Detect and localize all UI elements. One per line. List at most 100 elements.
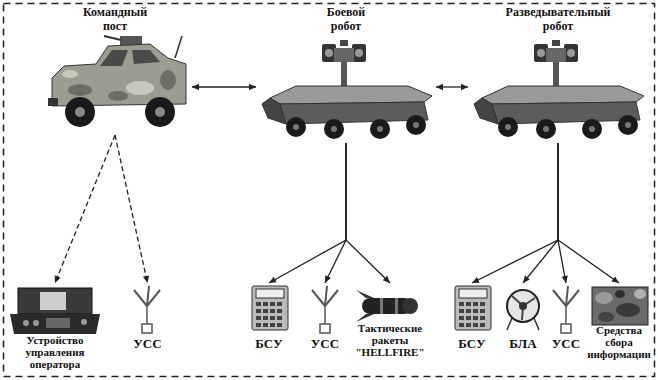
equipment-label: Устройство управления оператора (5, 334, 105, 370)
connector-line (346, 143, 390, 283)
vehicle-heading: Разведывательный робот (496, 5, 620, 33)
humvee-vehicle-part (132, 50, 160, 64)
sensor-picture-part (592, 287, 648, 325)
connector-arrow (115, 135, 149, 283)
drone-fan-part (507, 318, 512, 330)
connector-arrow (472, 143, 558, 283)
equipment-node: БСУ (448, 284, 496, 351)
humvee-vehicle-part (160, 70, 176, 90)
arrow-head (472, 277, 480, 283)
missile-picture-part (395, 298, 398, 314)
equipment-node: УСС (548, 284, 584, 351)
keypad-unit (455, 286, 491, 330)
vehicle-node: Командный пост (40, 5, 190, 133)
connector-line (558, 143, 619, 283)
arrow-head (192, 84, 199, 90)
antenna-symbol (553, 286, 579, 333)
picture-space (619, 284, 620, 324)
drone-fan-part (507, 290, 539, 322)
equipment-node: Средства сбора информации (586, 284, 652, 360)
connector-line (55, 135, 115, 283)
sensor-picture-part (615, 290, 625, 298)
connector-line (558, 143, 566, 283)
equipment-node: Устройство управления оператора (4, 284, 106, 370)
arrow-head (436, 84, 443, 90)
dashed-frame (4, 4, 655, 377)
picture-space (147, 284, 148, 336)
humvee-vehicle-part (100, 50, 128, 66)
humvee-vehicle-part (68, 84, 92, 96)
operator-console-part (46, 318, 70, 328)
operator-console-part (18, 288, 92, 314)
connector-arrow (269, 143, 346, 283)
equipment-node: БЛА (503, 284, 543, 351)
arrow-head (461, 84, 468, 90)
connector-line (325, 143, 346, 283)
picture-space (390, 284, 391, 322)
sensor-picture-part (595, 292, 613, 304)
humvee-vehicle-part (65, 97, 95, 127)
picture-space (558, 33, 559, 141)
humvee-vehicle-part (75, 107, 85, 117)
equipment-label: Средства сбора информации (586, 324, 652, 360)
vehicle-heading: Боевой робот (314, 5, 378, 33)
sensor-picture-part (616, 303, 640, 317)
connector-arrow (558, 143, 619, 283)
operator-console-part (40, 292, 66, 310)
operator-console (10, 288, 100, 334)
vehicle-node: Разведывательный робот (470, 5, 646, 141)
arrow-head (523, 276, 530, 283)
operator-console-part (23, 320, 29, 326)
picture-space (523, 284, 524, 336)
equipment-label: УСС (548, 336, 584, 351)
sensor-picture-part (634, 289, 646, 299)
connector-arrow (558, 143, 568, 283)
humvee-vehicle-part (48, 98, 58, 106)
picture-space (269, 284, 270, 336)
equipment-label: БЛА (503, 336, 543, 351)
connector-arrow (436, 84, 468, 90)
drone-fan (507, 290, 539, 330)
drone-fan-part (534, 318, 539, 330)
connector-line (523, 143, 558, 283)
operator-console-part (33, 320, 39, 326)
humvee-vehicle-part (108, 91, 128, 101)
equipment-node: УСС (305, 284, 345, 351)
humvee-vehicle (48, 36, 186, 127)
picture-space (346, 33, 347, 141)
connector-line (115, 135, 148, 283)
connector-arrow (192, 84, 256, 90)
humvee-vehicle-part (52, 44, 186, 106)
connector-arrow (325, 143, 346, 283)
equipment-node: УСС (125, 284, 170, 351)
connector-line (269, 143, 346, 283)
equipment-label: БСУ (245, 336, 293, 351)
operator-console-part (81, 319, 87, 325)
antenna-symbol (312, 286, 338, 333)
drone-fan-part (519, 302, 527, 310)
humvee-vehicle-part (104, 36, 121, 40)
arrow-head (611, 276, 619, 283)
sensor-picture-part (598, 312, 614, 322)
missile-picture-part (356, 314, 374, 322)
sensor-picture (592, 287, 648, 325)
vehicle-node: Боевой робот (258, 5, 434, 141)
missile-picture (356, 290, 418, 322)
picture-space (325, 284, 326, 336)
equipment-node: Тактические ракеты "HELLFIRE" (352, 284, 428, 358)
arrow-head (383, 276, 390, 283)
humvee-vehicle-part (120, 36, 142, 45)
connector-arrow (523, 143, 558, 283)
missile-picture-part (380, 298, 383, 314)
humvee-vehicle-part (145, 97, 175, 127)
missile-picture-part (356, 290, 374, 298)
humvee-vehicle-part (175, 36, 182, 58)
picture-space (566, 284, 567, 336)
connector-line (192, 86, 256, 87)
humvee-vehicle-part (126, 81, 154, 95)
equipment-node: БСУ (245, 284, 293, 351)
equipment-label: УСС (305, 336, 345, 351)
